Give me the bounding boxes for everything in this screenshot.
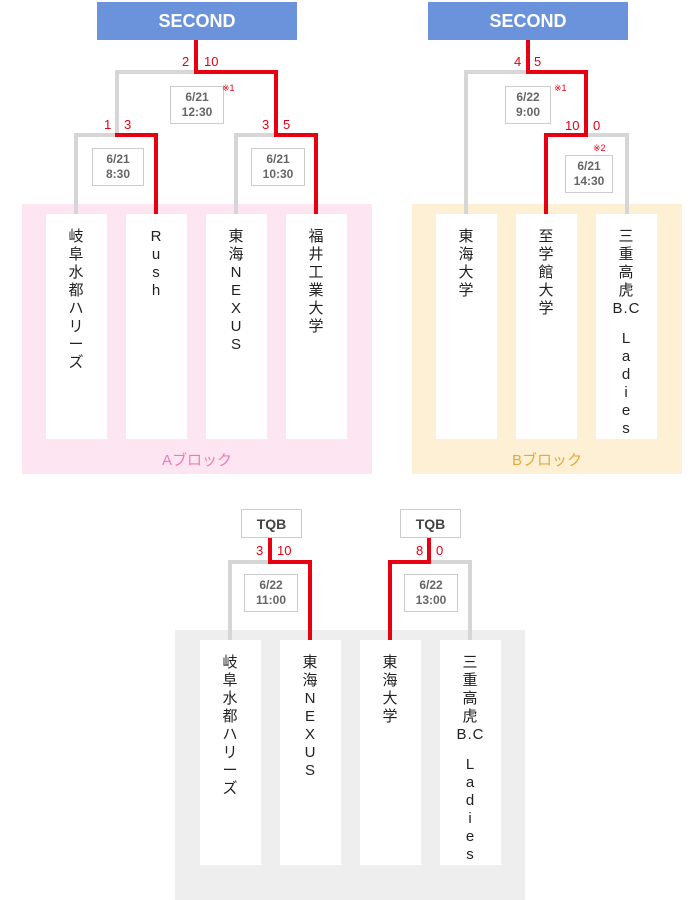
date-box-a-final: 6/21 12:30 [170, 86, 224, 124]
score-a-semi-left-left: 1 [104, 117, 112, 132]
match-time: 12:30 [181, 105, 213, 119]
match-date: 6/21 [106, 152, 130, 166]
score-tqb-right-right: 0 [436, 543, 444, 558]
team-box-a-1: 岐阜水都ハリーズ [46, 214, 107, 439]
date-box-b-final: 6/22 9:00 [505, 86, 551, 124]
match-time: 14:30 [573, 174, 605, 188]
bracket-line-final-a-right-arm [194, 70, 278, 137]
note-b-final: ※1 [554, 83, 567, 93]
bracket-line-tqb-left-right-arm [268, 560, 312, 642]
date-box-a-semi-left: 6/21 8:30 [92, 148, 144, 186]
team-box-tqb-1: 岐阜水都ハリーズ [200, 640, 261, 865]
team-name: 東海大学 [382, 654, 399, 725]
team-name: 至学館大学 [538, 228, 555, 317]
second-b-header: SECOND [428, 2, 628, 40]
team-name: 福井工業大学 [308, 228, 325, 335]
bracket-line-tqb-right-right-arm [427, 560, 472, 642]
block-b-label: Bブロック [511, 452, 582, 469]
note-b-semi: ※2 [593, 143, 606, 153]
score-a-final-left: 2 [182, 54, 190, 69]
bracket-line-semi-a1-right-arm [115, 133, 158, 216]
match-time: 8:30 [105, 167, 131, 181]
team-box-b-2: 至学館大学 [516, 214, 577, 439]
team-box-b-1: 東海大学 [436, 214, 497, 439]
score-tqb-left-left: 3 [256, 543, 264, 558]
date-box-b-semi: 6/21 14:30 [565, 155, 613, 193]
second-a-header: SECOND [97, 2, 297, 40]
team-name: 東海大学 [458, 228, 475, 299]
date-box-tqb-right: 6/22 13:00 [404, 574, 458, 612]
match-date: 6/21 [266, 152, 290, 166]
match-time: 11:00 [255, 593, 287, 607]
bracket-line-semi-a2-right-arm [274, 133, 318, 216]
team-box-tqb-3: 東海大学 [360, 640, 421, 865]
note-a-final: ※1 [222, 83, 235, 93]
bracket-line-semi-b-right-arm [584, 133, 629, 216]
match-date: 6/22 [259, 578, 283, 592]
bracket-line-final-b-right-arm [526, 70, 588, 137]
date-box-a-semi-right: 6/21 10:30 [251, 148, 305, 186]
score-a-final-right: 10 [204, 54, 219, 69]
team-box-a-4: 福井工業大学 [286, 214, 347, 439]
team-name: 岐阜水都ハリーズ [68, 228, 85, 371]
match-date: 6/21 [577, 159, 601, 173]
score-tqb-left-right: 10 [277, 543, 292, 558]
match-time: 10:30 [262, 167, 294, 181]
match-time: 9:00 [515, 105, 541, 119]
score-b-semi-right: 0 [593, 118, 601, 133]
score-a-semi-right-right: 5 [283, 117, 291, 132]
score-b-semi-left: 10 [565, 118, 580, 133]
date-box-tqb-left: 6/22 11:00 [244, 574, 298, 612]
match-date: 6/21 [185, 90, 209, 104]
match-time: 13:00 [415, 593, 447, 607]
match-date: 6/22 [516, 90, 540, 104]
score-b-final-right: 5 [534, 54, 542, 69]
team-name: 岐阜水都ハリーズ [222, 654, 239, 797]
tqb-right-header: TQB [400, 509, 461, 538]
score-a-semi-left-right: 3 [124, 117, 132, 132]
tqb-left-header: TQB [241, 509, 302, 538]
score-tqb-right-left: 8 [416, 543, 424, 558]
score-b-final-left: 4 [514, 54, 522, 69]
match-date: 6/22 [419, 578, 443, 592]
score-a-semi-right-left: 3 [262, 117, 270, 132]
block-a-label: Aブロック [161, 452, 232, 469]
